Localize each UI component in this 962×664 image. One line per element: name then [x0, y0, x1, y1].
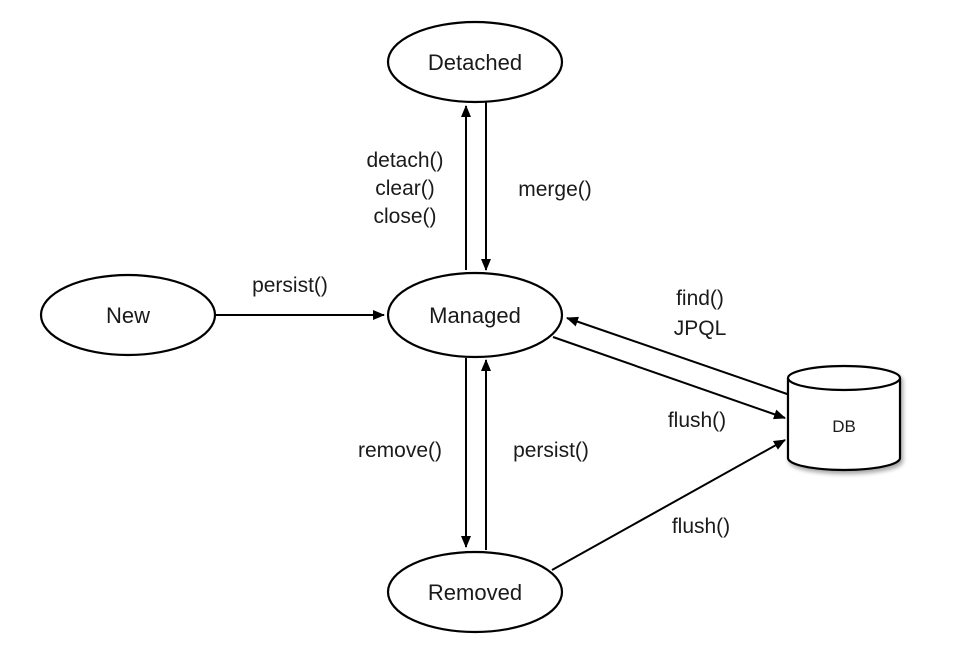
jpql-label: JPQL: [674, 317, 727, 340]
managed-label: Managed: [429, 303, 521, 328]
flush-managed-label: flush(): [668, 409, 726, 432]
flush-removed-arrow: [551, 439, 786, 571]
flush-managed-arrow: [552, 336, 786, 420]
remove-label: remove(): [358, 439, 442, 462]
persist-removed-label: persist(): [513, 439, 589, 462]
removed-state: [386, 550, 564, 634]
new-label: New: [106, 303, 150, 328]
persist-new-label: persist(): [252, 274, 328, 297]
detach-label: detach(): [366, 149, 443, 172]
managed-state: [386, 271, 564, 359]
removed-label: Removed: [428, 580, 522, 605]
flush-removed-label: flush(): [672, 515, 730, 538]
merge-label: merge(): [518, 178, 592, 201]
find-label: find(): [676, 287, 724, 310]
new-state: [39, 273, 217, 357]
detached-state: [386, 20, 564, 104]
close-label: close(): [373, 205, 436, 228]
db-cylinder: [786, 364, 902, 472]
detached-label: Detached: [428, 50, 522, 75]
find-arrow: [566, 316, 791, 396]
db-label: DB: [832, 417, 856, 436]
clear-label: clear(): [375, 177, 435, 200]
